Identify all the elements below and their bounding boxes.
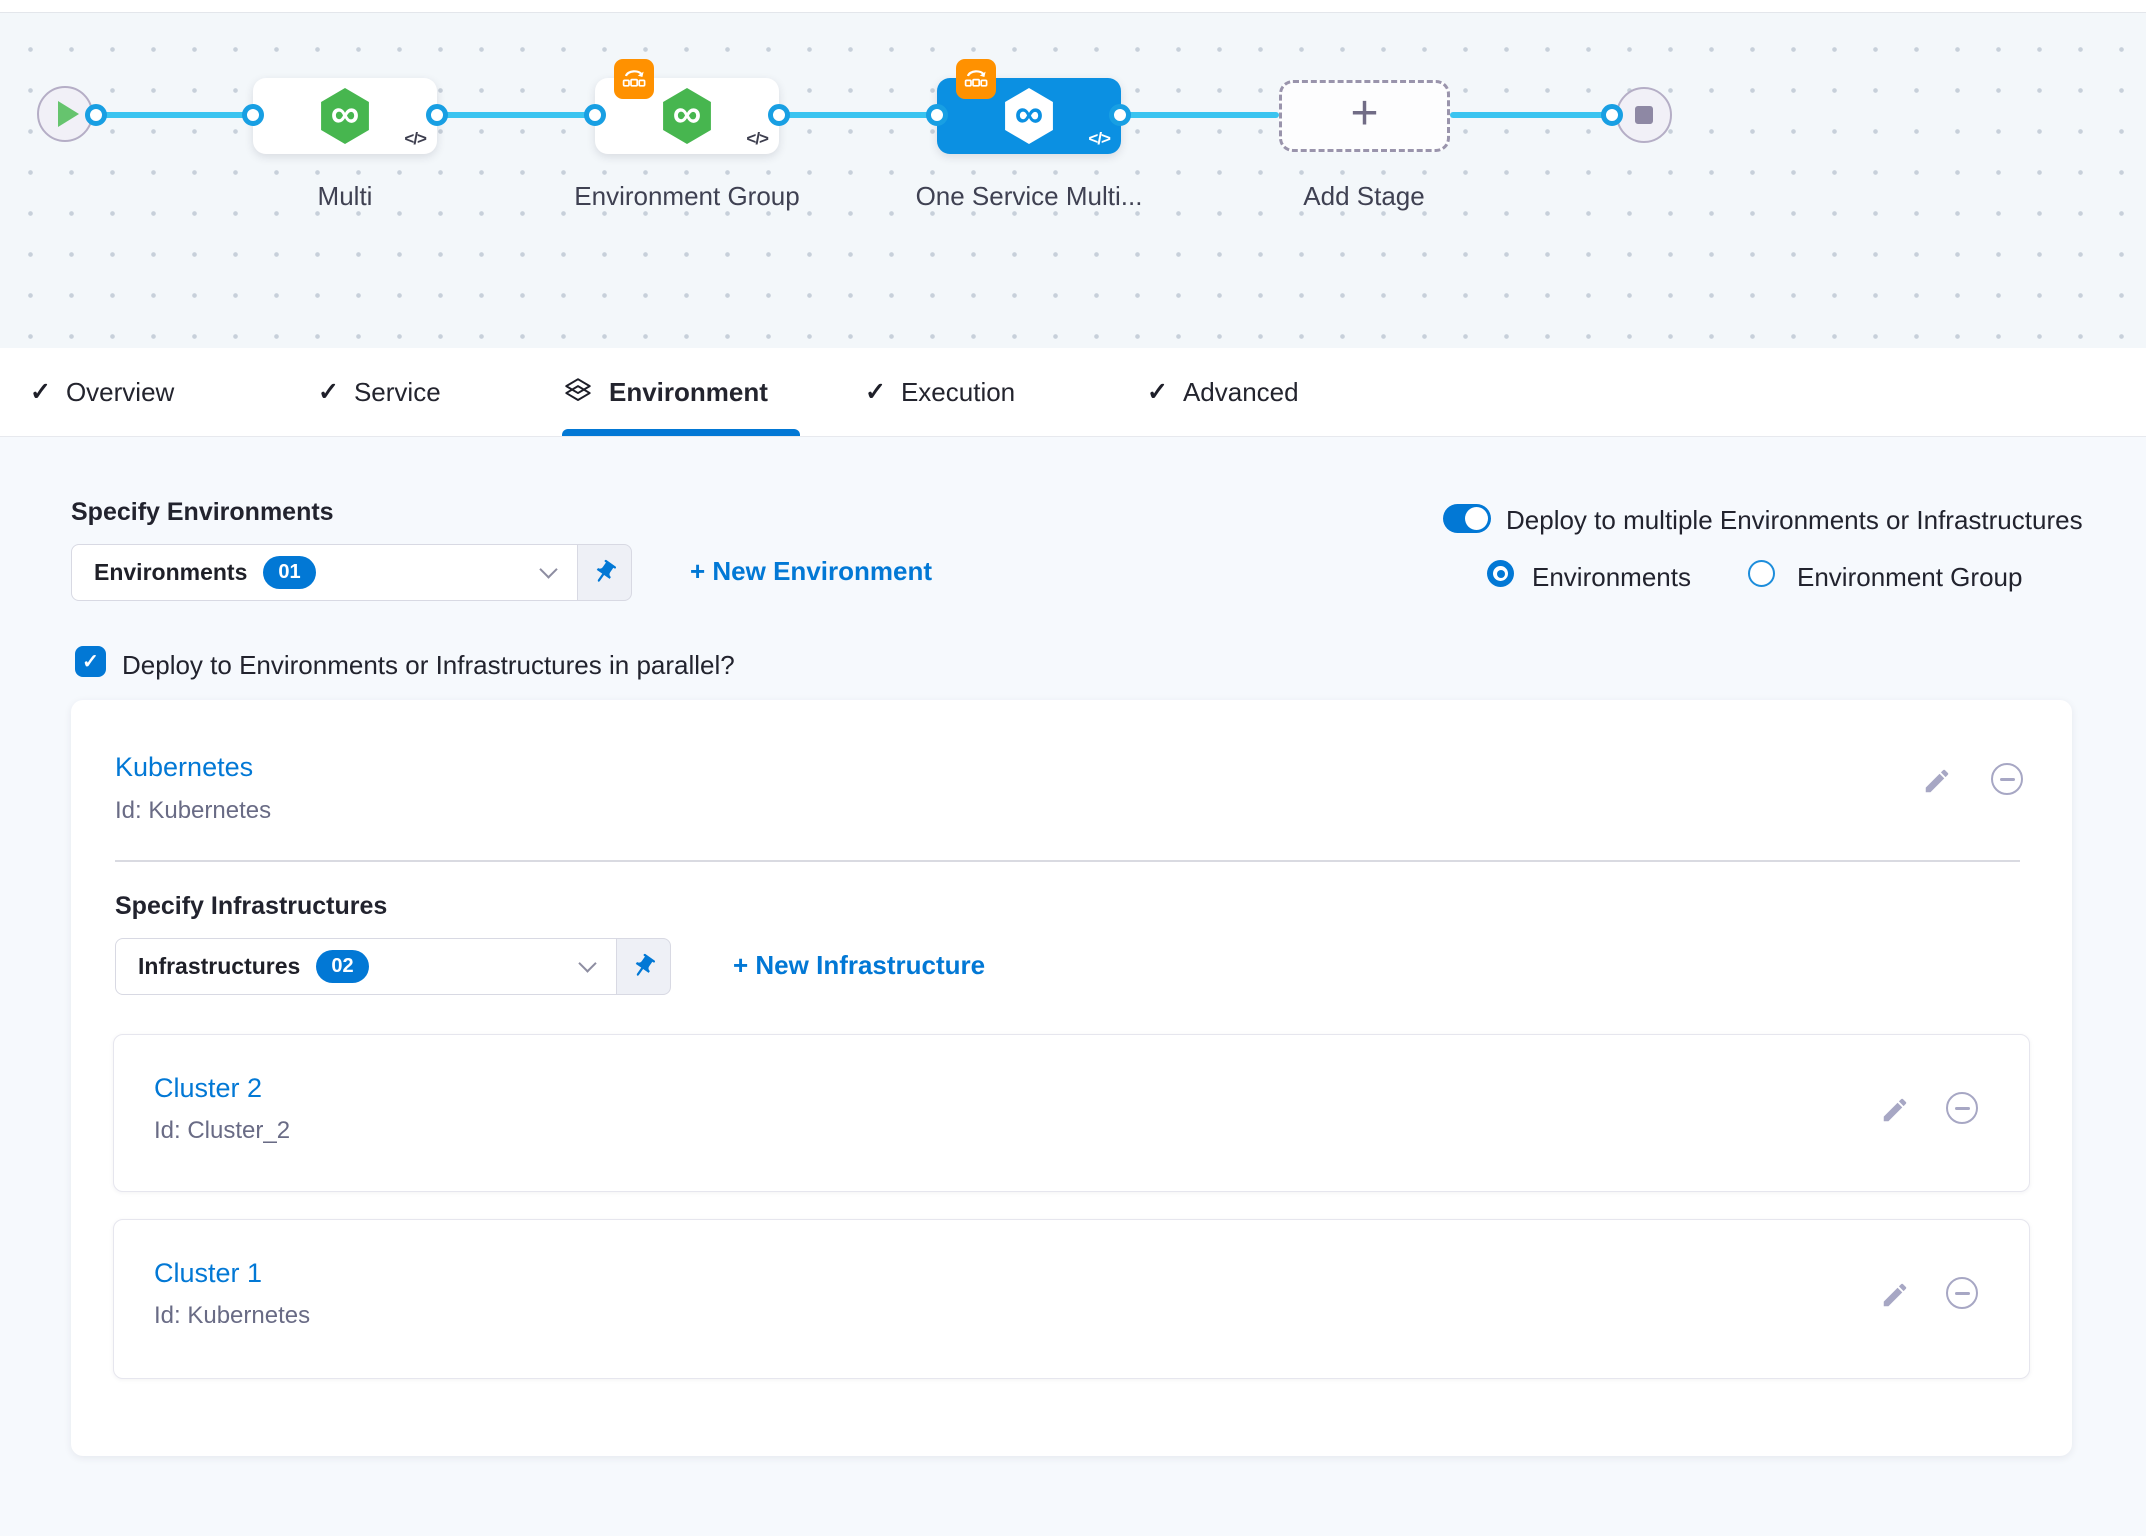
service-hexagon-icon: ∞: [1005, 88, 1053, 144]
specify-infrastructures-heading: Specify Infrastructures: [115, 892, 388, 920]
chevron-down-icon: [578, 954, 597, 973]
environment-panel: Kubernetes Id: Kubernetes Specify Infras…: [71, 700, 2072, 1456]
connector-port[interactable]: [426, 104, 448, 126]
check-icon: ✓: [1147, 378, 1168, 406]
service-hexagon-icon: ∞: [663, 88, 711, 144]
stage-node-environment-group[interactable]: ∞ </>: [595, 59, 779, 154]
remove-environment-button[interactable]: [1990, 762, 2024, 796]
minus-circle-icon: [1946, 1092, 1978, 1124]
deploy-parallel-checkbox[interactable]: ✓: [75, 646, 106, 677]
check-icon: ✓: [865, 378, 886, 406]
divider: [115, 860, 2020, 862]
pin-icon: [635, 953, 656, 976]
stage-node-multi[interactable]: ∞ </>: [253, 78, 437, 154]
edit-infrastructure-button[interactable]: [1878, 1278, 1912, 1312]
connector-port[interactable]: [768, 104, 790, 126]
pencil-icon: [1883, 1098, 1907, 1122]
rolling-deployment-badge-icon: [956, 59, 996, 99]
infrastructure-card-cluster-2: Cluster 2 Id: Cluster_2: [113, 1034, 2030, 1192]
deploy-multiple-toggle[interactable]: [1443, 504, 1491, 533]
infrastructures-dropdown: Infrastructures 02: [115, 938, 671, 995]
infrastructures-dropdown-field[interactable]: Infrastructures 02: [115, 938, 617, 995]
environment-layers-icon: [562, 376, 594, 408]
deploy-multiple-toggle-label: Deploy to multiple Environments or Infra…: [1506, 505, 2083, 535]
add-stage-button[interactable]: +: [1279, 80, 1450, 152]
tab-service[interactable]: ✓ Service: [318, 376, 441, 407]
plus-icon: +: [1350, 86, 1379, 140]
connector-port[interactable]: [1601, 104, 1623, 126]
tab-environment[interactable]: Environment: [562, 348, 768, 436]
environments-dropdown-field[interactable]: Environments 01: [71, 544, 578, 601]
remove-infrastructure-button[interactable]: [1945, 1276, 1979, 1310]
stage-label-environment-group: Environment Group: [574, 181, 800, 211]
code-icon: </>: [404, 129, 427, 148]
infrastructure-id-text: Id: Kubernetes: [154, 1302, 311, 1329]
connector-port[interactable]: [584, 104, 606, 126]
edit-environment-button[interactable]: [1920, 764, 1954, 798]
connector-port[interactable]: [242, 104, 264, 126]
radio-environments-label: Environments: [1532, 562, 1691, 592]
add-stage-label: Add Stage: [1303, 181, 1425, 211]
stage-label-one-service-multi: One Service Multi...: [915, 181, 1143, 211]
radio-environment-group-label: Environment Group: [1797, 562, 2023, 592]
stage-tabbar: ✓ Overview ✓ Service Environment ✓ Execu…: [0, 348, 2146, 437]
infrastructures-count-badge: 02: [316, 950, 369, 983]
radio-environment-group[interactable]: [1748, 560, 1775, 587]
minus-circle-icon: [1991, 763, 2023, 795]
top-strip: [0, 0, 2146, 12]
connector-line: [779, 112, 941, 118]
connector-port[interactable]: [1109, 104, 1131, 126]
infrastructure-card-cluster-1: Cluster 1 Id: Kubernetes: [113, 1219, 2030, 1379]
minus-circle-icon: [1946, 1277, 1978, 1309]
infrastructure-name-link[interactable]: Cluster 1: [154, 1258, 263, 1288]
connector-line: [1450, 112, 1616, 118]
remove-infrastructure-button[interactable]: [1945, 1091, 1979, 1125]
pencil-icon: [1925, 769, 1949, 793]
environments-dropdown: Environments 01: [71, 544, 632, 601]
tab-overview[interactable]: ✓ Overview: [30, 376, 175, 407]
pencil-icon: [1883, 1283, 1907, 1307]
connector-port[interactable]: [926, 104, 948, 126]
new-environment-link[interactable]: + New Environment: [690, 556, 932, 586]
check-icon: ✓: [82, 651, 99, 673]
connector-line: [96, 112, 258, 118]
deploy-parallel-checkbox-label: Deploy to Environments or Infrastructure…: [122, 650, 735, 680]
new-infrastructure-link[interactable]: + New Infrastructure: [733, 950, 986, 980]
infrastructure-name-link[interactable]: Cluster 2: [154, 1073, 263, 1103]
radio-environments[interactable]: [1487, 560, 1514, 587]
toggle-knob: [1465, 507, 1488, 530]
play-icon: [58, 101, 79, 127]
check-icon: ✓: [30, 378, 51, 406]
connector-line: [1120, 112, 1279, 118]
specify-environments-heading: Specify Environments: [71, 498, 334, 526]
rolling-deployment-badge-icon: [614, 59, 654, 99]
code-icon: </>: [746, 129, 769, 148]
environment-id-text: Id: Kubernetes: [115, 797, 272, 824]
edit-infrastructure-button[interactable]: [1878, 1093, 1912, 1127]
pin-icon: [596, 559, 617, 582]
tab-advanced[interactable]: ✓ Advanced: [1147, 376, 1299, 407]
pipeline-canvas[interactable]: [0, 12, 2146, 348]
service-hexagon-icon: ∞: [321, 88, 369, 144]
code-icon: </>: [1088, 129, 1111, 148]
connector-line: [437, 112, 599, 118]
pin-button[interactable]: [577, 544, 632, 601]
active-tab-underline: [562, 429, 800, 436]
infrastructure-id-text: Id: Cluster_2: [154, 1117, 291, 1144]
connector-port[interactable]: [85, 104, 107, 126]
stage-node-one-service-multi[interactable]: ∞ </>: [937, 59, 1121, 154]
stop-icon: [1635, 106, 1653, 124]
pipeline-end-node[interactable]: [1616, 87, 1672, 143]
check-icon: ✓: [318, 378, 339, 406]
environment-name-link[interactable]: Kubernetes: [115, 752, 254, 782]
chevron-down-icon: [539, 560, 558, 579]
tab-execution[interactable]: ✓ Execution: [865, 376, 1016, 407]
stage-label-multi: Multi: [317, 181, 373, 211]
environments-count-badge: 01: [263, 556, 316, 589]
pin-button[interactable]: [616, 938, 671, 995]
